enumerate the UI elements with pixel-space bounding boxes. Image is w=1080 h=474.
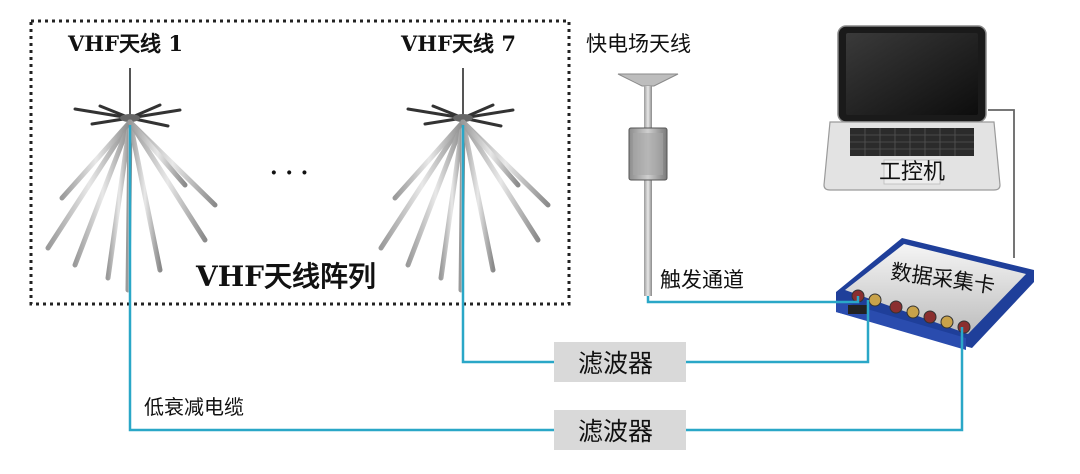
label-trigger-channel: 触发通道 — [660, 268, 744, 292]
cable-antenna-1 — [128, 125, 554, 432]
filter-box-top — [554, 342, 686, 382]
cable-computer-daq — [988, 109, 1015, 258]
computer-laptop — [823, 25, 1001, 191]
vhf-antenna-7 — [378, 68, 551, 293]
array-border — [29, 19, 571, 306]
cable-filter-bottom-daq — [686, 327, 964, 432]
label-array: VHF天线阵列 — [195, 260, 376, 293]
label-cable: 低衰减电缆 — [144, 395, 244, 419]
vhf-antenna-1 — [45, 68, 218, 293]
fast-field-antenna — [617, 73, 679, 296]
cable-filter-top-daq — [686, 300, 870, 364]
daq-card — [836, 238, 1034, 350]
cable-trigger — [646, 296, 860, 304]
label-filter-top: 滤波器 — [578, 349, 653, 378]
label-antenna-1: VHF天线 1 — [67, 31, 183, 56]
cable-antenna-7 — [461, 125, 554, 364]
label-computer: 工控机 — [879, 160, 945, 185]
label-filter-bottom: 滤波器 — [578, 417, 653, 446]
filter-box-bottom — [554, 410, 686, 450]
label-ellipsis: · · · — [270, 160, 308, 186]
label-antenna-7: VHF天线 7 — [400, 31, 516, 56]
cables — [128, 125, 964, 432]
label-fast-field-antenna: 快电场天线 — [586, 32, 691, 56]
